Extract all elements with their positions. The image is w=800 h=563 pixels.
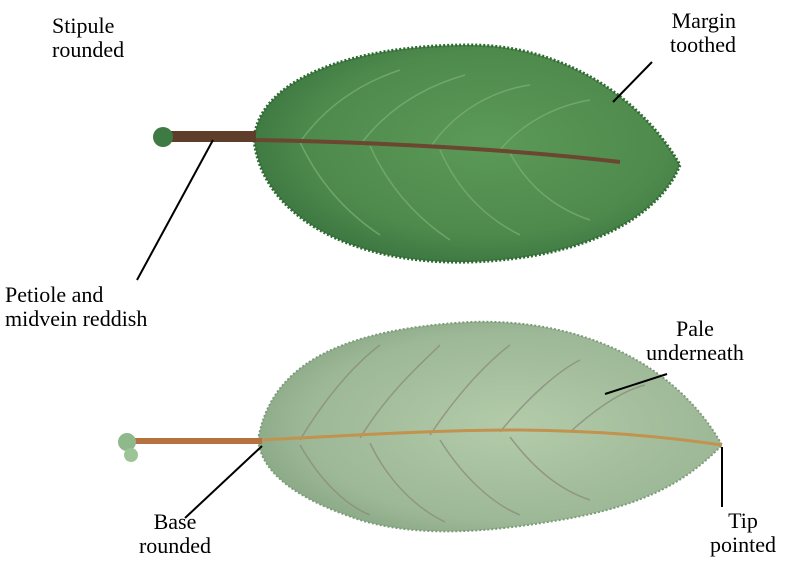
label-base: Base rounded xyxy=(115,510,235,558)
label-stipule-line2: rounded xyxy=(52,38,124,62)
leader-margin xyxy=(613,62,652,102)
label-petiole-line2: midvein reddish xyxy=(5,307,147,331)
upper-leaf-blade xyxy=(254,45,680,262)
label-petiole-line1: Petiole and xyxy=(5,283,147,307)
label-margin-line1: Margin xyxy=(620,9,736,33)
label-margin: Margin toothed xyxy=(620,9,736,57)
upper-leaf xyxy=(153,45,680,262)
label-tip-line2: pointed xyxy=(690,533,796,557)
label-base-line1: Base xyxy=(115,510,235,534)
label-pale: Pale underneath xyxy=(630,317,760,365)
label-stipule-line1: Stipule xyxy=(52,14,124,38)
leader-petiole xyxy=(137,140,213,280)
label-pale-line1: Pale xyxy=(630,317,760,341)
label-pale-line2: underneath xyxy=(630,341,760,365)
label-margin-line2: toothed xyxy=(620,33,736,57)
label-tip: Tip pointed xyxy=(690,509,796,557)
upper-stipule xyxy=(153,127,173,147)
lower-stipule xyxy=(118,433,136,451)
lower-stipule-2 xyxy=(124,448,138,462)
label-stipule: Stipule rounded xyxy=(52,14,124,62)
label-petiole: Petiole and midvein reddish xyxy=(5,283,147,331)
label-base-line2: rounded xyxy=(115,534,235,558)
leader-base xyxy=(185,446,262,518)
label-tip-line1: Tip xyxy=(690,509,796,533)
lower-petiole xyxy=(132,438,262,444)
